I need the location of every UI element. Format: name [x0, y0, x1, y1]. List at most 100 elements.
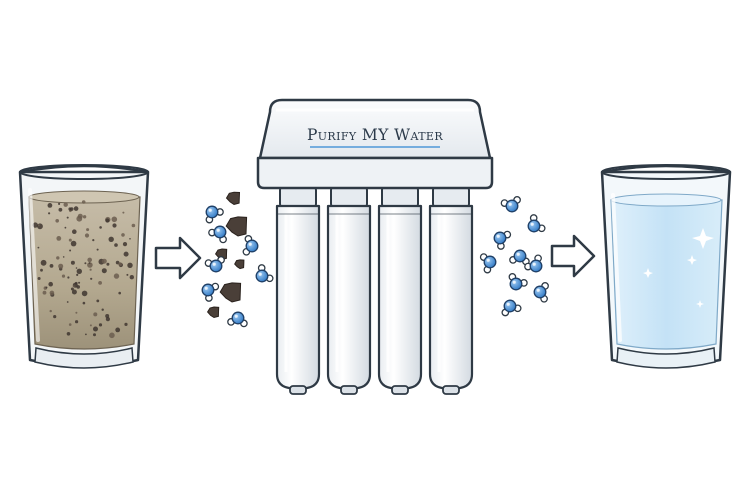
dirt-speck	[70, 240, 77, 247]
water-molecule	[524, 254, 543, 273]
clean-water-glass	[600, 164, 732, 369]
dirt-speck	[111, 216, 118, 223]
dirt-speck	[76, 273, 79, 276]
dirt-speck	[45, 286, 48, 289]
dirt-speck	[112, 223, 117, 228]
water-molecule	[501, 299, 522, 317]
water-filter-unit: Purify MY Water	[256, 98, 494, 395]
dirt-speck	[129, 238, 131, 240]
dirt-speck	[75, 267, 78, 269]
dirt-particles	[32, 200, 136, 339]
dirt-speck	[58, 207, 63, 212]
dirt-speck	[72, 285, 75, 288]
dirt-speck	[37, 223, 43, 230]
dirt-speck	[48, 212, 51, 215]
dirt-speck	[113, 273, 120, 279]
dirt-speck	[49, 264, 54, 268]
dirt-speck	[105, 317, 110, 322]
dirt-speck	[86, 228, 90, 232]
dirt-speck	[93, 333, 96, 337]
water-molecule	[509, 249, 530, 266]
dirt-speck	[40, 259, 47, 266]
dirt-speck	[115, 327, 121, 333]
filter-cartridge	[428, 185, 474, 395]
dirt-speck	[85, 333, 87, 336]
water-molecule	[204, 256, 225, 273]
contaminant-particles	[201, 191, 274, 328]
water-molecule	[201, 282, 220, 302]
dirt-speck	[70, 260, 75, 265]
dirt-speck	[87, 262, 93, 268]
dirt-speck	[67, 276, 70, 279]
dirt-speck	[37, 224, 40, 227]
dirt-clump	[219, 282, 242, 303]
dirt-speck	[77, 213, 83, 219]
water-molecules	[479, 196, 549, 317]
water-molecule	[227, 311, 248, 328]
dirt-speck	[71, 289, 77, 295]
dirt-speck	[118, 291, 121, 295]
dirt-speck	[90, 277, 93, 280]
dirt-clump	[225, 216, 248, 237]
water-molecule	[533, 282, 549, 303]
dirt-speck	[123, 251, 129, 257]
dirt-speck	[109, 332, 115, 339]
dirt-speck	[72, 229, 77, 234]
dirt-speck	[105, 314, 110, 318]
water-molecule	[208, 225, 227, 244]
dirt-speck	[89, 268, 92, 271]
dirt-speck	[42, 290, 47, 295]
dirt-speck	[68, 238, 72, 242]
dirt-speck	[73, 206, 79, 211]
dirt-speck	[122, 242, 128, 247]
dirt-clump	[214, 248, 228, 261]
dirty-water-glass	[18, 164, 150, 369]
filter-cartridge	[326, 185, 372, 395]
dirt-speck	[66, 216, 69, 219]
dirt-speck	[62, 256, 65, 258]
dirt-speck	[131, 223, 136, 228]
dirt-speck	[81, 290, 88, 297]
filter-cartridge	[275, 185, 321, 395]
filter-cartridge	[377, 185, 423, 395]
dirt-speck	[76, 285, 80, 289]
dirt-speck	[99, 226, 102, 229]
dirt-speck	[82, 215, 87, 219]
arrow-right-icon	[550, 234, 596, 278]
arrow-right-icon	[154, 236, 202, 280]
dirt-speck	[53, 315, 57, 319]
dirt-speck	[101, 308, 104, 311]
dirt-speck	[121, 233, 125, 237]
sparkle-icon	[643, 228, 714, 308]
dirt-speck	[92, 239, 95, 242]
dirt-speck	[93, 326, 98, 332]
dirt-speck	[55, 219, 59, 223]
dirt-clump	[225, 191, 241, 205]
dirt-speck	[69, 249, 72, 252]
filter-cartridges	[275, 185, 474, 395]
dirt-speck	[98, 281, 102, 285]
dirt-speck	[58, 202, 61, 205]
dirt-speck	[124, 322, 128, 326]
dirt-speck	[87, 257, 92, 263]
dirt-speck	[108, 236, 114, 242]
dirt-speck	[66, 332, 71, 336]
dirt-speck	[37, 246, 40, 249]
dirt-speck	[58, 263, 64, 269]
dirt-speck	[68, 323, 72, 326]
dirt-speck	[49, 290, 55, 296]
dirt-speck	[56, 256, 60, 260]
dirt-speck	[84, 233, 90, 238]
dirt-speck	[49, 309, 52, 313]
dirt-speck	[48, 281, 53, 287]
water-molecule	[255, 264, 274, 283]
dirt-speck	[105, 218, 110, 223]
dirt-speck	[32, 222, 38, 228]
water-molecule	[508, 273, 528, 291]
dirt-speck	[84, 262, 87, 265]
dirt-speck	[76, 268, 83, 274]
water-molecule	[527, 214, 546, 233]
dirt-speck	[98, 323, 103, 327]
